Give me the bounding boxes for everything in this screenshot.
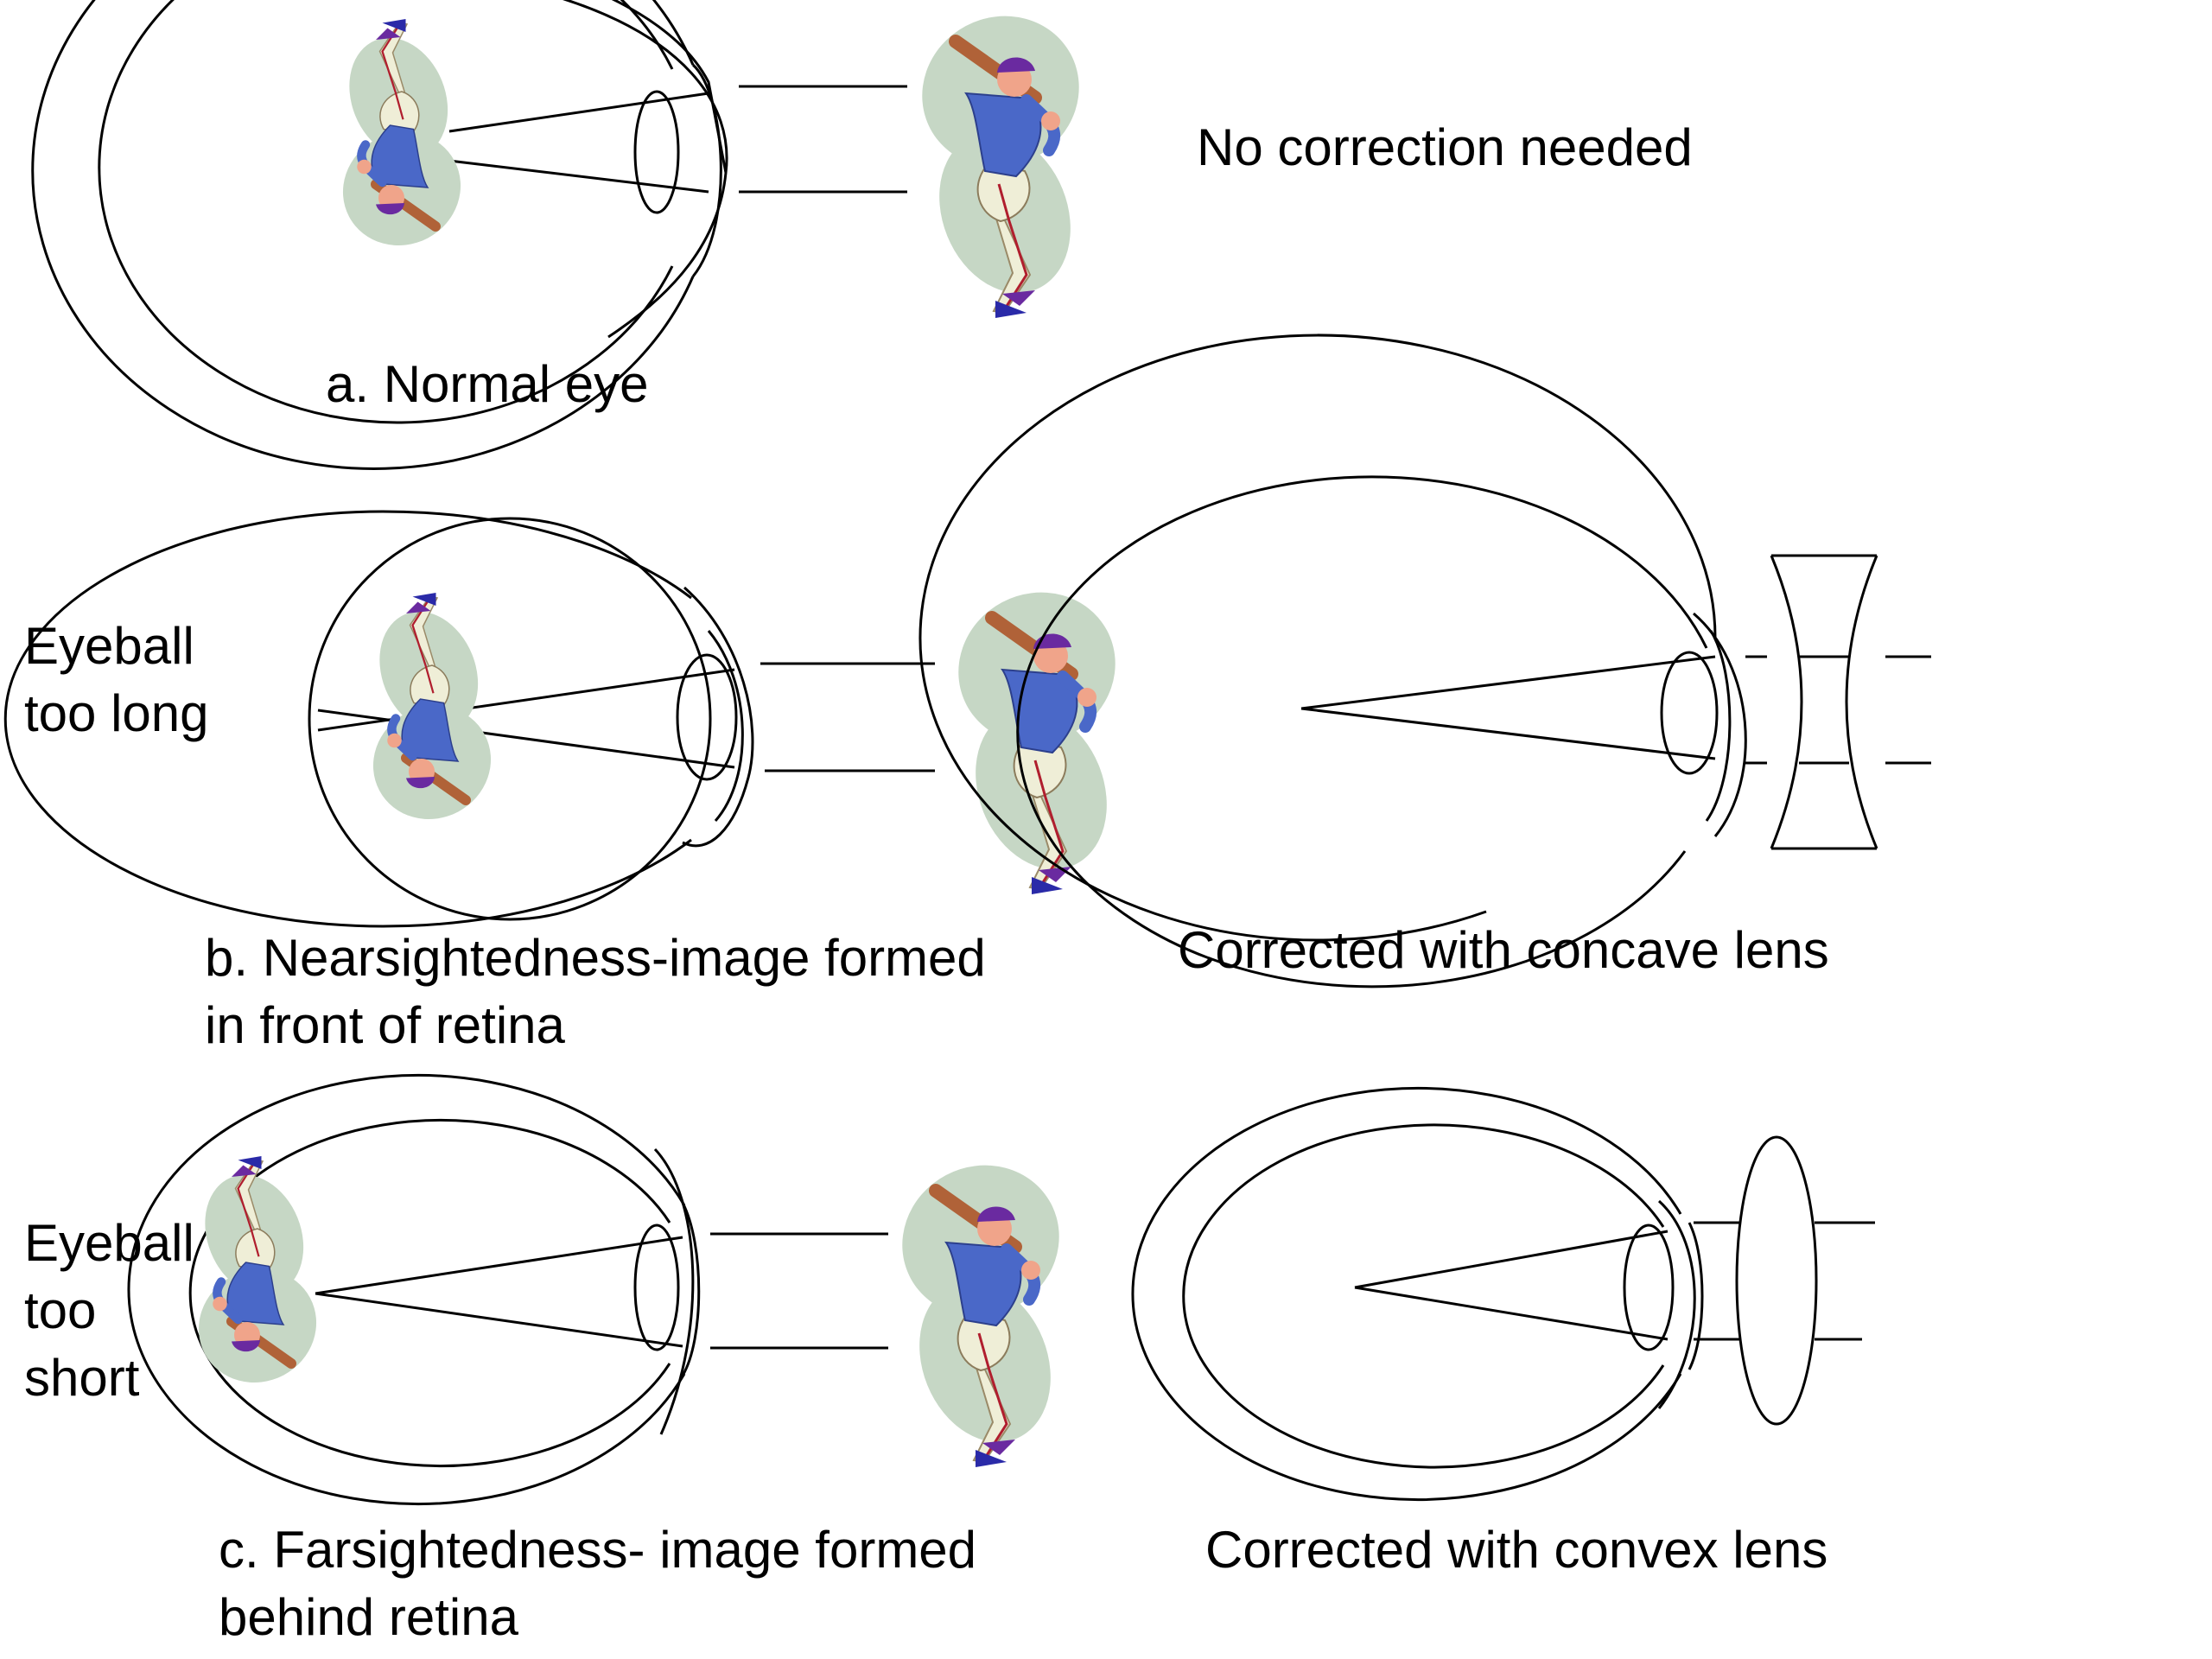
farsighted-eyeball — [127, 1074, 888, 1505]
no-correction-note: No correction needed — [1197, 118, 1693, 176]
normal-retina-image — [323, 19, 480, 266]
normal-eye-caption: a. Normal eye — [326, 355, 649, 413]
eyeball-too-short-line3: short — [24, 1349, 140, 1407]
farsighted-eye-group — [127, 1074, 1086, 1505]
convex-eye-lens — [1623, 1224, 1675, 1351]
convex-correction-group — [1131, 1087, 1875, 1501]
concave-light-rays — [1300, 655, 1931, 765]
nearsighted-object-batter — [931, 565, 1141, 894]
farsightedness-caption-line1: c. Farsightedness- image formed — [219, 1521, 977, 1579]
normal-eyeball — [31, 0, 907, 470]
nearsightedness-caption-line1: b. Nearsightedness-image formed — [205, 929, 986, 987]
nearsighted-light-rays — [317, 668, 735, 769]
convex-correction-caption: Corrected with convex lens — [1205, 1521, 1828, 1579]
farsightedness-caption-line2: behind retina — [219, 1588, 518, 1646]
concave-eye-lens — [1660, 651, 1719, 775]
concave-lens — [1770, 554, 1878, 850]
normal-eye-group — [31, 0, 1106, 470]
concave-corrected-eyeball — [918, 334, 1747, 988]
nearsighted-focus-image — [353, 593, 511, 840]
eyeball-too-long-line1: Eyeball — [24, 617, 194, 675]
farsighted-focus-image — [179, 1156, 336, 1403]
nearsighted-lens — [676, 653, 738, 781]
normal-light-rays — [448, 92, 709, 194]
eyeball-too-short-line2: too — [24, 1281, 97, 1339]
farsighted-lens — [633, 1224, 680, 1351]
nearsighted-eye-group — [3, 510, 1141, 928]
convex-lens — [1735, 1135, 1818, 1426]
normal-object-batter — [895, 0, 1105, 318]
convex-light-rays — [1354, 1221, 1875, 1341]
eyeball-too-long-line2: too long — [24, 684, 209, 742]
nearsighted-eyeball — [3, 510, 935, 928]
concave-correction-caption: Corrected with concave lens — [1178, 921, 1829, 979]
nearsightedness-caption-line2: in front of retina — [205, 996, 565, 1054]
farsighted-light-rays — [315, 1236, 683, 1348]
eyeball-too-short-line1: Eyeball — [24, 1214, 194, 1272]
farsighted-object-batter — [875, 1138, 1085, 1467]
concave-correction-group — [918, 334, 1931, 988]
convex-corrected-eyeball — [1131, 1087, 1704, 1501]
normal-lens — [633, 90, 680, 214]
